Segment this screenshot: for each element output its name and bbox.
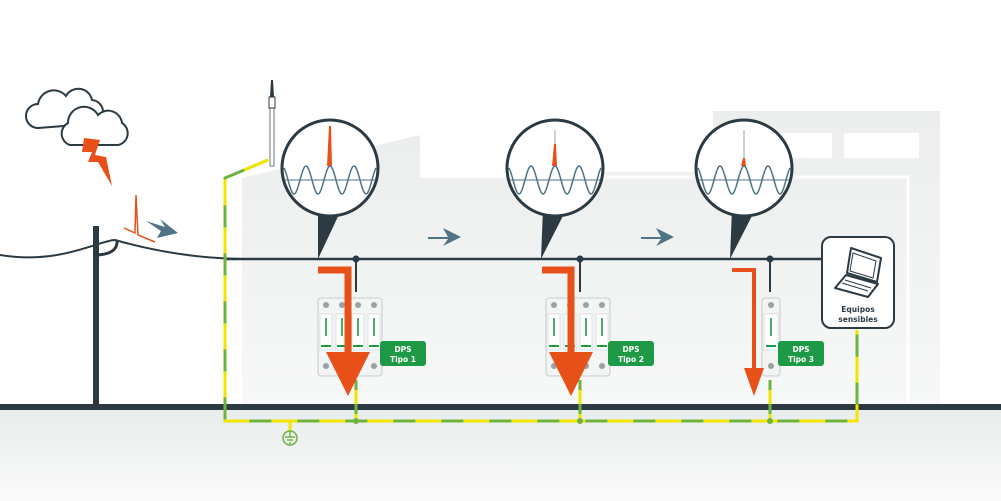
flow-arrow-icon [428,228,461,246]
lightning-bolt-icon [82,138,112,186]
surge-arrow-dps-2 [542,266,575,356]
incoming-surge-spike-icon [123,194,156,243]
magnifier-pointer [730,208,756,259]
lightning-rod-icon [268,80,276,167]
storm-cloud-icon [25,87,129,146]
magnifier-pointer [318,208,342,259]
surge-spike-residual [741,158,746,166]
surge-arrow-head-2 [549,352,593,396]
equipment-label-line-1: Equipos [841,305,875,314]
badge-line-1: DPS [792,345,809,354]
surge-arrow-dps-3 [732,268,756,370]
magnifier-before-dps-1 [280,118,380,259]
tap-junctions [352,255,774,263]
building-window-2 [844,133,919,158]
magnifier-before-dps-3 [694,118,794,259]
magnifier-lens [280,118,380,218]
device-type-badge [608,341,654,366]
badge-line-2: Tipo 2 [618,355,644,364]
surge-arrow-head-3 [744,368,764,396]
earth-conductor [223,158,859,432]
surge-arrow-dps-1 [318,266,352,356]
laptop-icon [834,247,882,298]
flow-arrow-icon [146,219,178,238]
badge-line-2: Tipo 1 [390,355,416,364]
surge-diversion-arrows [318,266,764,396]
device-type-badge [380,341,426,366]
surge-arrow-head-1 [326,352,370,396]
branch-taps [355,259,771,292]
sensitive-equipment: Equipos sensibles [821,236,895,329]
surge-spike-residual [327,126,332,166]
flow-arrow-icon [641,228,674,246]
magnifier-pointer [541,208,567,259]
ground-symbol-icon [282,430,298,446]
surge-spike-residual [552,144,557,166]
badge-line-2: Tipo 3 [788,355,814,364]
device-type-badge [778,341,824,366]
utility-pole-icon [0,226,241,406]
ground-line [0,404,1001,410]
badge-line-1: DPS [622,345,639,354]
magnifier-before-dps-2 [505,118,605,259]
badge-line-1: DPS [394,345,411,354]
magnifier-lens [505,118,605,218]
magnifier-lens [694,118,794,218]
earth-junctions [353,418,773,424]
ground-area [0,409,1001,501]
equipment-label-line-2: sensibles [838,315,878,324]
